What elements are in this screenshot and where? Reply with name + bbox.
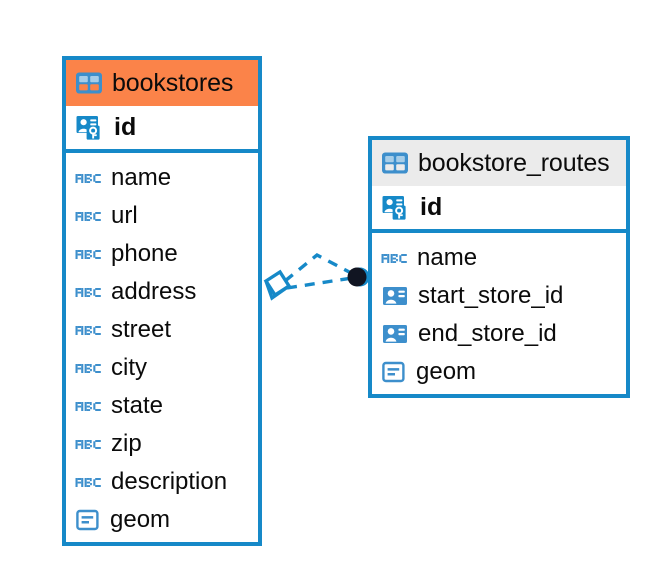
field-label: name [111, 164, 172, 191]
field-label: address [111, 278, 197, 305]
field-label: phone [111, 240, 178, 267]
field-label: state [111, 392, 164, 419]
field-label: zip [111, 430, 142, 457]
abc-text-icon [75, 317, 102, 344]
entity-title: bookstores [112, 68, 234, 97]
relationship-line-lower [286, 276, 353, 290]
table-icon [75, 69, 103, 97]
field-row[interactable]: state [66, 387, 258, 425]
entity-table-bookstore-routes[interactable]: bookstore_routes id [368, 136, 630, 398]
field-row[interactable]: street [66, 311, 258, 349]
abc-text-icon [75, 165, 102, 192]
field-label: name [417, 244, 478, 271]
abc-text-icon [75, 431, 102, 458]
diamond-marker [263, 269, 292, 301]
geometry-icon [75, 507, 101, 533]
field-row[interactable]: address [66, 273, 258, 311]
field-row[interactable]: name [66, 159, 258, 197]
relationship-line-upper [283, 252, 354, 283]
field-label: geom [416, 358, 477, 385]
filled-circle-marker [347, 267, 370, 287]
field-label: geom [110, 506, 171, 533]
field-label: street [111, 316, 172, 343]
field-row[interactable]: zip [66, 425, 258, 463]
primary-key-icon [75, 113, 105, 143]
field-row[interactable]: end_store_id [372, 315, 626, 353]
field-row[interactable]: geom [66, 501, 258, 539]
field-label: city [111, 354, 147, 381]
entity-table-bookstores[interactable]: bookstores id [62, 56, 262, 546]
abc-text-icon [75, 469, 102, 496]
field-label: url [111, 202, 138, 229]
field-row[interactable]: url [66, 197, 258, 235]
field-label: start_store_id [418, 282, 564, 309]
abc-text-icon [75, 203, 102, 230]
field-row[interactable]: description [66, 463, 258, 501]
field-row[interactable]: phone [66, 235, 258, 273]
primary-key-row[interactable]: id [66, 106, 258, 153]
entity-header[interactable]: bookstore_routes [372, 140, 626, 186]
abc-text-icon [75, 279, 102, 306]
field-list: name u [66, 153, 258, 546]
abc-text-icon [75, 241, 102, 268]
abc-text-icon [75, 393, 102, 420]
field-row[interactable]: city [66, 349, 258, 387]
field-list: name start_store_id [372, 233, 626, 398]
table-icon [381, 149, 409, 177]
field-row[interactable]: geom [372, 353, 626, 391]
entity-header[interactable]: bookstores [66, 60, 258, 106]
field-row[interactable]: name [372, 239, 626, 277]
primary-key-row[interactable]: id [372, 186, 626, 233]
foreign-key-icon [381, 282, 409, 310]
field-label: end_store_id [418, 320, 557, 347]
primary-key-icon [381, 193, 411, 223]
foreign-key-icon [381, 320, 409, 348]
abc-text-icon [75, 355, 102, 382]
geometry-icon [381, 359, 407, 385]
field-row[interactable]: start_store_id [372, 277, 626, 315]
primary-key-label: id [420, 193, 443, 221]
abc-text-icon [381, 245, 408, 272]
primary-key-label: id [114, 113, 137, 141]
field-label: description [111, 468, 228, 495]
entity-title: bookstore_routes [418, 148, 610, 177]
